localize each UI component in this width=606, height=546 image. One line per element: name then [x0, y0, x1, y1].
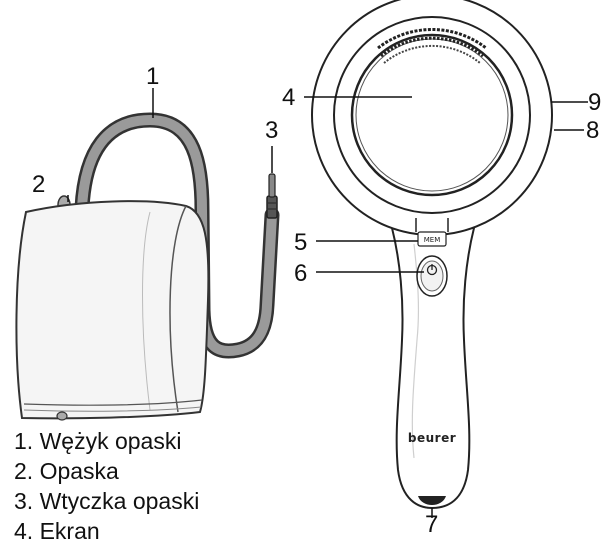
- power-button[interactable]: [416, 255, 448, 297]
- callout-2: 2: [32, 171, 45, 198]
- brand-label: beurer: [408, 431, 456, 445]
- monitor-device: MEM beurer: [311, 0, 553, 510]
- legend-item: 4. Ekran: [14, 518, 100, 544]
- memory-button-label: MEM: [424, 236, 441, 244]
- blood-pressure-monitor-diagram: MEM beurer 1 2 3 4 5 6 7 8 9: [15, 0, 601, 534]
- callout-4: 4: [282, 84, 295, 111]
- monitor-screen: [350, 33, 514, 197]
- memory-button[interactable]: MEM: [417, 231, 447, 247]
- callout-6: 6: [294, 260, 307, 287]
- parts-legend: 1. Wężyk opaski 2. Opaska 3. Wtyczka opa…: [14, 426, 199, 546]
- cuff-socket: [418, 496, 446, 505]
- callout-8: 8: [586, 117, 599, 144]
- legend-item: 3. Wtyczka opaski: [14, 488, 200, 514]
- screen-scale: [377, 28, 487, 64]
- callout-1: 1: [146, 63, 159, 90]
- callout-7: 7: [425, 511, 438, 534]
- legend-item: 1. Wężyk opaski: [14, 428, 182, 454]
- callout-9: 9: [588, 89, 601, 116]
- power-icon: [426, 264, 438, 276]
- callout-5: 5: [294, 229, 307, 256]
- cuff-body: [15, 200, 210, 420]
- cuff-plug: [266, 173, 278, 219]
- callout-lines: [67, 88, 588, 518]
- legend-item: 2. Opaska: [14, 458, 119, 484]
- cuff-assembly: [15, 112, 280, 421]
- callout-3: 3: [265, 117, 278, 144]
